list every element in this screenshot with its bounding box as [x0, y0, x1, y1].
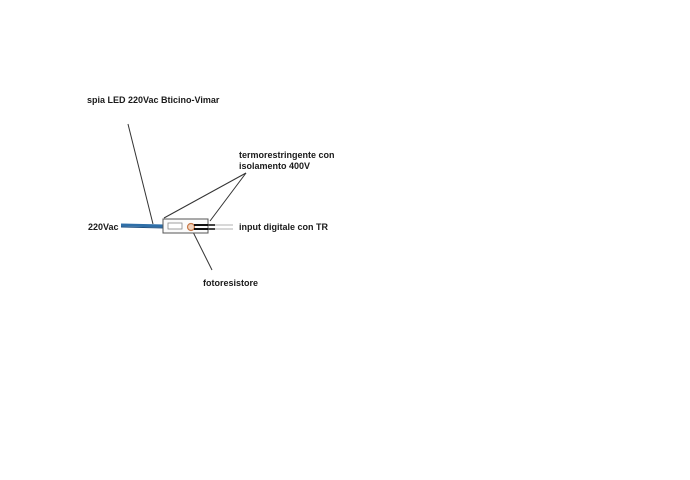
- photoresistor-label: fotoresistore: [203, 278, 259, 288]
- heatshrink-label-line1: termorestringente con: [239, 150, 335, 160]
- heatshrink-leader-line-right: [209, 172, 247, 222]
- photoresistor: [186, 222, 196, 232]
- led-leader-line: [127, 123, 154, 225]
- led-capsule: [167, 222, 183, 230]
- photoresistor-leader-line: [190, 227, 213, 271]
- heatshrink-leader-line-left: [163, 172, 247, 219]
- led-label: spia LED 220Vac Bticino-Vimar: [87, 95, 220, 105]
- heatshrink-label-line2: isolamento 400V: [239, 161, 311, 171]
- mains-cable: [120, 223, 166, 228]
- input-label: input digitale con TR: [239, 222, 328, 232]
- mains-label: 220Vac: [88, 222, 119, 232]
- mains-cable-edge: [120, 226, 166, 229]
